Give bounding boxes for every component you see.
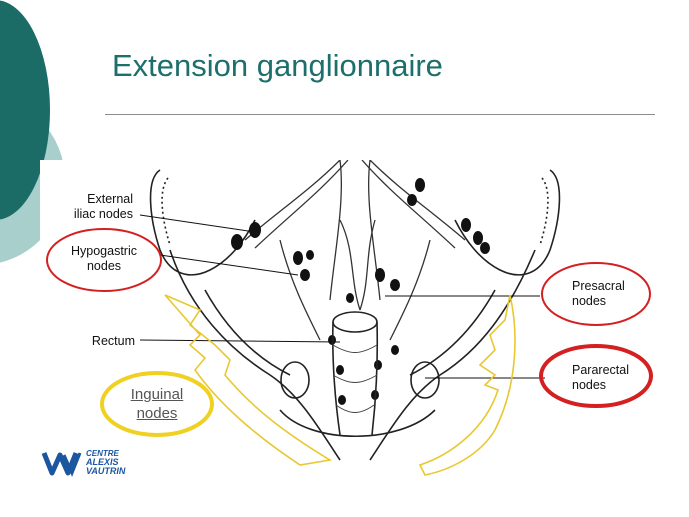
title-divider — [105, 114, 655, 115]
inguinal-outline-right — [418, 294, 516, 476]
svg-text:CENTRE: CENTRE — [86, 449, 120, 458]
slide-title: Extension ganglionnaire — [112, 48, 443, 83]
label-hypogastric-nodes: Hypogastric nodes — [71, 244, 137, 273]
centre-alexis-vautrin-logo: CENTRE ALEXIS VAUTRIN — [42, 449, 126, 477]
presacral-circle — [541, 262, 651, 326]
label-inguinal-nodes[interactable]: Inguinal nodes — [130, 386, 184, 422]
label-external-iliac-nodes: External iliac nodes — [73, 192, 133, 221]
svg-text:VAUTRIN: VAUTRIN — [86, 466, 126, 476]
hypogastric-circle — [46, 228, 162, 292]
dark-teal-ellipse — [0, 0, 50, 220]
label-presacral-nodes: Presacral nodes — [572, 279, 625, 308]
label-rectum: Rectum — [91, 334, 135, 348]
inguinal-outline-left — [164, 294, 333, 466]
pararectal-circle — [539, 344, 653, 408]
iliac-vessels — [244, 160, 466, 341]
svg-text:ALEXIS: ALEXIS — [85, 457, 119, 467]
lymph-node-markers — [231, 178, 490, 405]
label-pararectal-nodes: Pararectal nodes — [572, 363, 629, 392]
pelvic-anatomy-illustration — [40, 160, 650, 480]
label-leader-lines — [139, 214, 545, 379]
rectum-drawing — [332, 311, 379, 436]
inguinal-circle — [100, 371, 214, 437]
